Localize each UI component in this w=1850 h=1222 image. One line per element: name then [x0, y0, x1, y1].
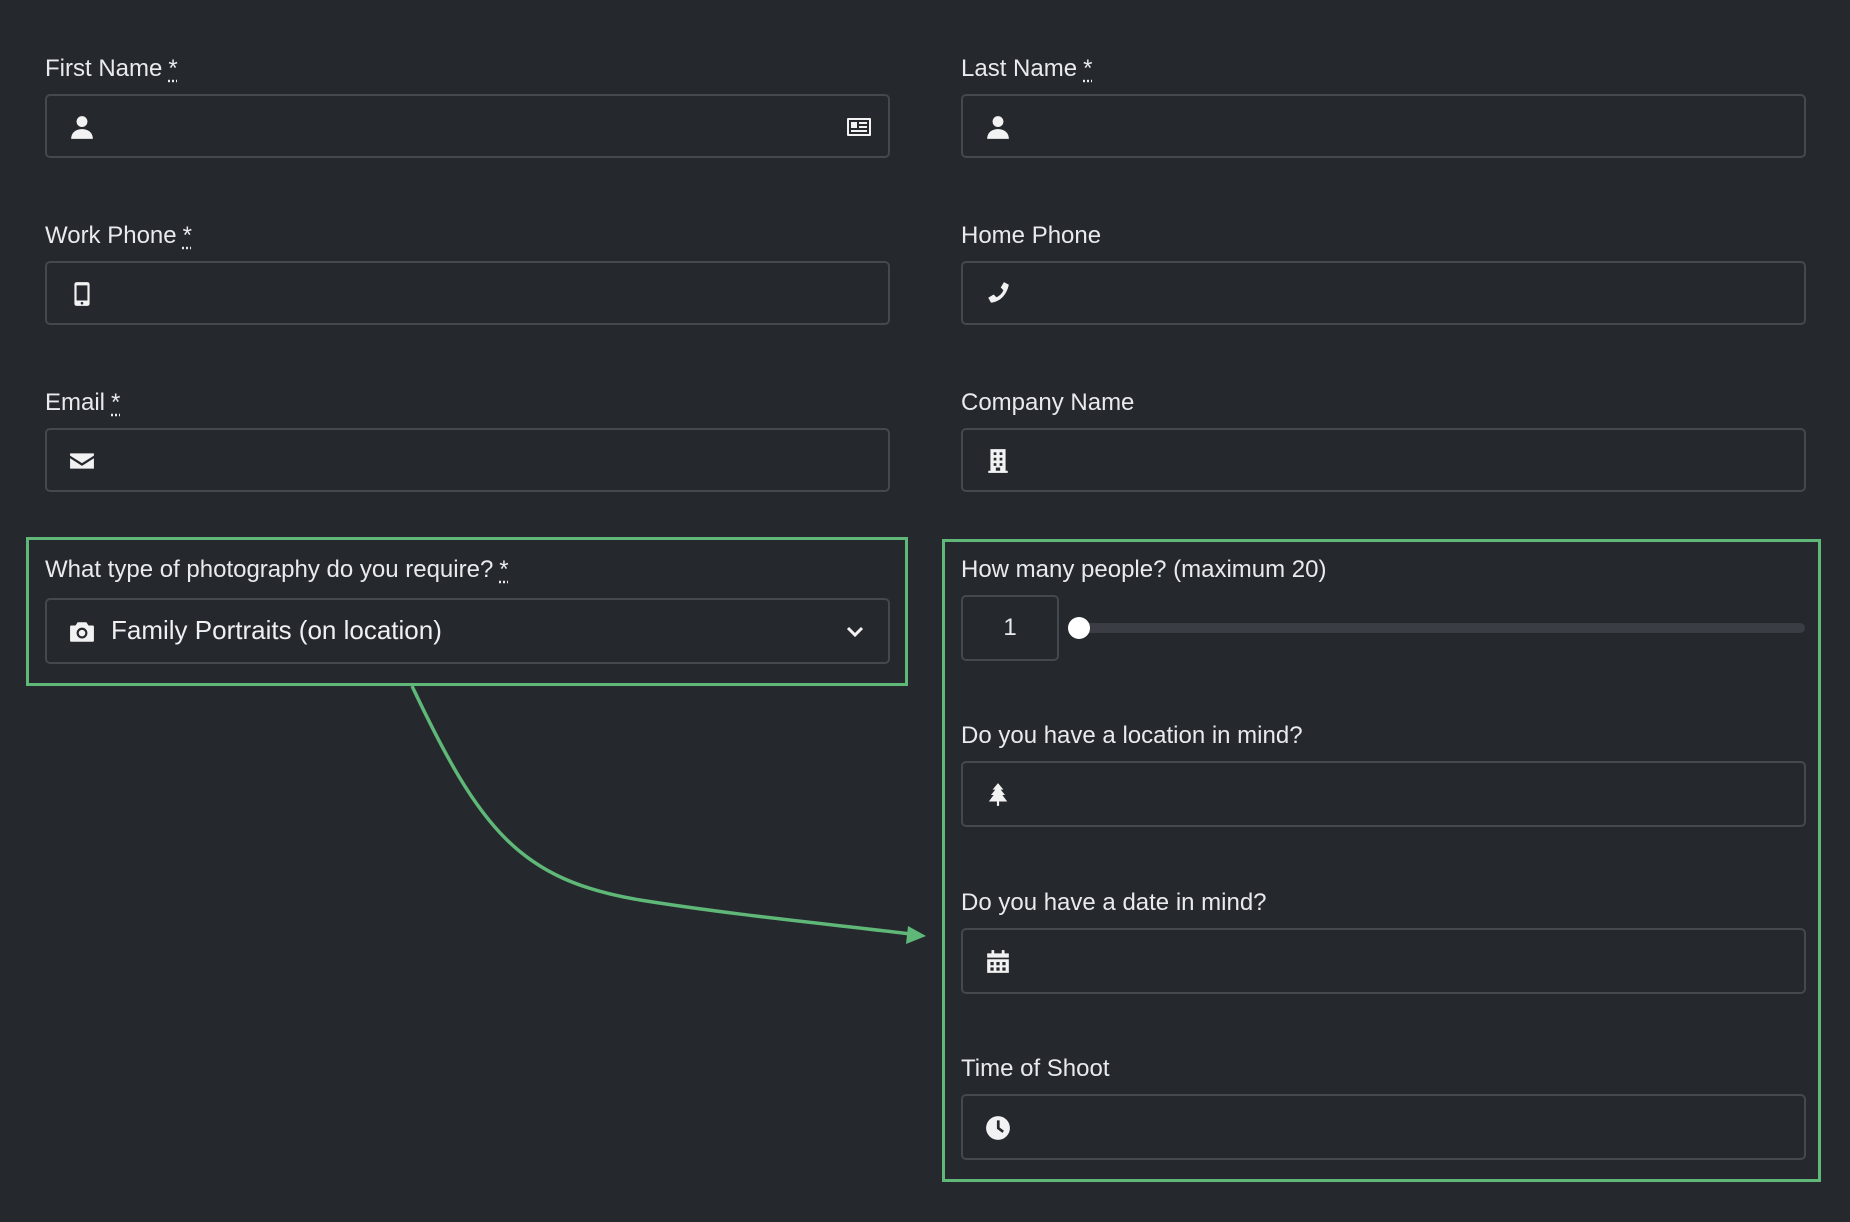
time-label: Time of Shoot — [961, 1055, 1110, 1082]
people-count-value[interactable]: 1 — [961, 595, 1059, 661]
company-name-input[interactable] — [963, 430, 1804, 490]
work-phone-label: Work Phone* — [45, 222, 192, 249]
company-name-input-box[interactable] — [961, 428, 1806, 492]
first-name-input[interactable] — [47, 96, 888, 156]
required-marker: * — [1083, 55, 1093, 82]
connector-arrow-head — [906, 926, 926, 944]
last-name-input-box[interactable] — [961, 94, 1806, 158]
people-slider-thumb[interactable] — [1068, 617, 1090, 639]
first-name-label: First Name* — [45, 55, 178, 82]
time-input[interactable] — [963, 1096, 1804, 1158]
required-marker: * — [182, 222, 192, 249]
required-marker: * — [111, 389, 121, 416]
photography-type-select[interactable]: Family Portraits (on location) — [45, 598, 890, 664]
required-marker: * — [168, 55, 178, 82]
location-label: Do you have a location in mind? — [961, 722, 1303, 749]
photography-type-selected-value: Family Portraits (on location) — [111, 615, 442, 645]
people-slider-track[interactable] — [1068, 617, 1805, 639]
people-count-label: How many people? (maximum 20) — [961, 556, 1327, 583]
conditional-fields-highlight — [942, 539, 1821, 1182]
home-phone-input[interactable] — [963, 263, 1804, 323]
first-name-input-box[interactable] — [45, 94, 890, 158]
date-label: Do you have a date in mind? — [961, 889, 1267, 916]
email-input[interactable] — [47, 430, 888, 490]
connector-arrow-line — [410, 685, 911, 936]
photography-type-label: What type of photography do you require?… — [45, 556, 509, 583]
work-phone-input-box[interactable] — [45, 261, 890, 325]
home-phone-label: Home Phone — [961, 222, 1102, 249]
last-name-label: Last Name* — [961, 55, 1093, 82]
email-label: Email* — [45, 389, 121, 416]
photography-type-highlight — [26, 537, 908, 686]
time-input-box[interactable] — [961, 1094, 1806, 1160]
location-input[interactable] — [963, 763, 1804, 825]
work-phone-input[interactable] — [47, 263, 888, 323]
id-card-icon — [846, 114, 872, 140]
date-input-box[interactable] — [961, 928, 1806, 994]
required-marker: * — [499, 556, 509, 583]
home-phone-input-box[interactable] — [961, 261, 1806, 325]
company-name-label: Company Name — [961, 389, 1135, 416]
chevron-down-icon[interactable] — [844, 620, 866, 642]
email-input-box[interactable] — [45, 428, 890, 492]
camera-icon — [69, 619, 95, 645]
last-name-input[interactable] — [963, 96, 1804, 156]
location-input-box[interactable] — [961, 761, 1806, 827]
date-input[interactable] — [963, 930, 1804, 992]
